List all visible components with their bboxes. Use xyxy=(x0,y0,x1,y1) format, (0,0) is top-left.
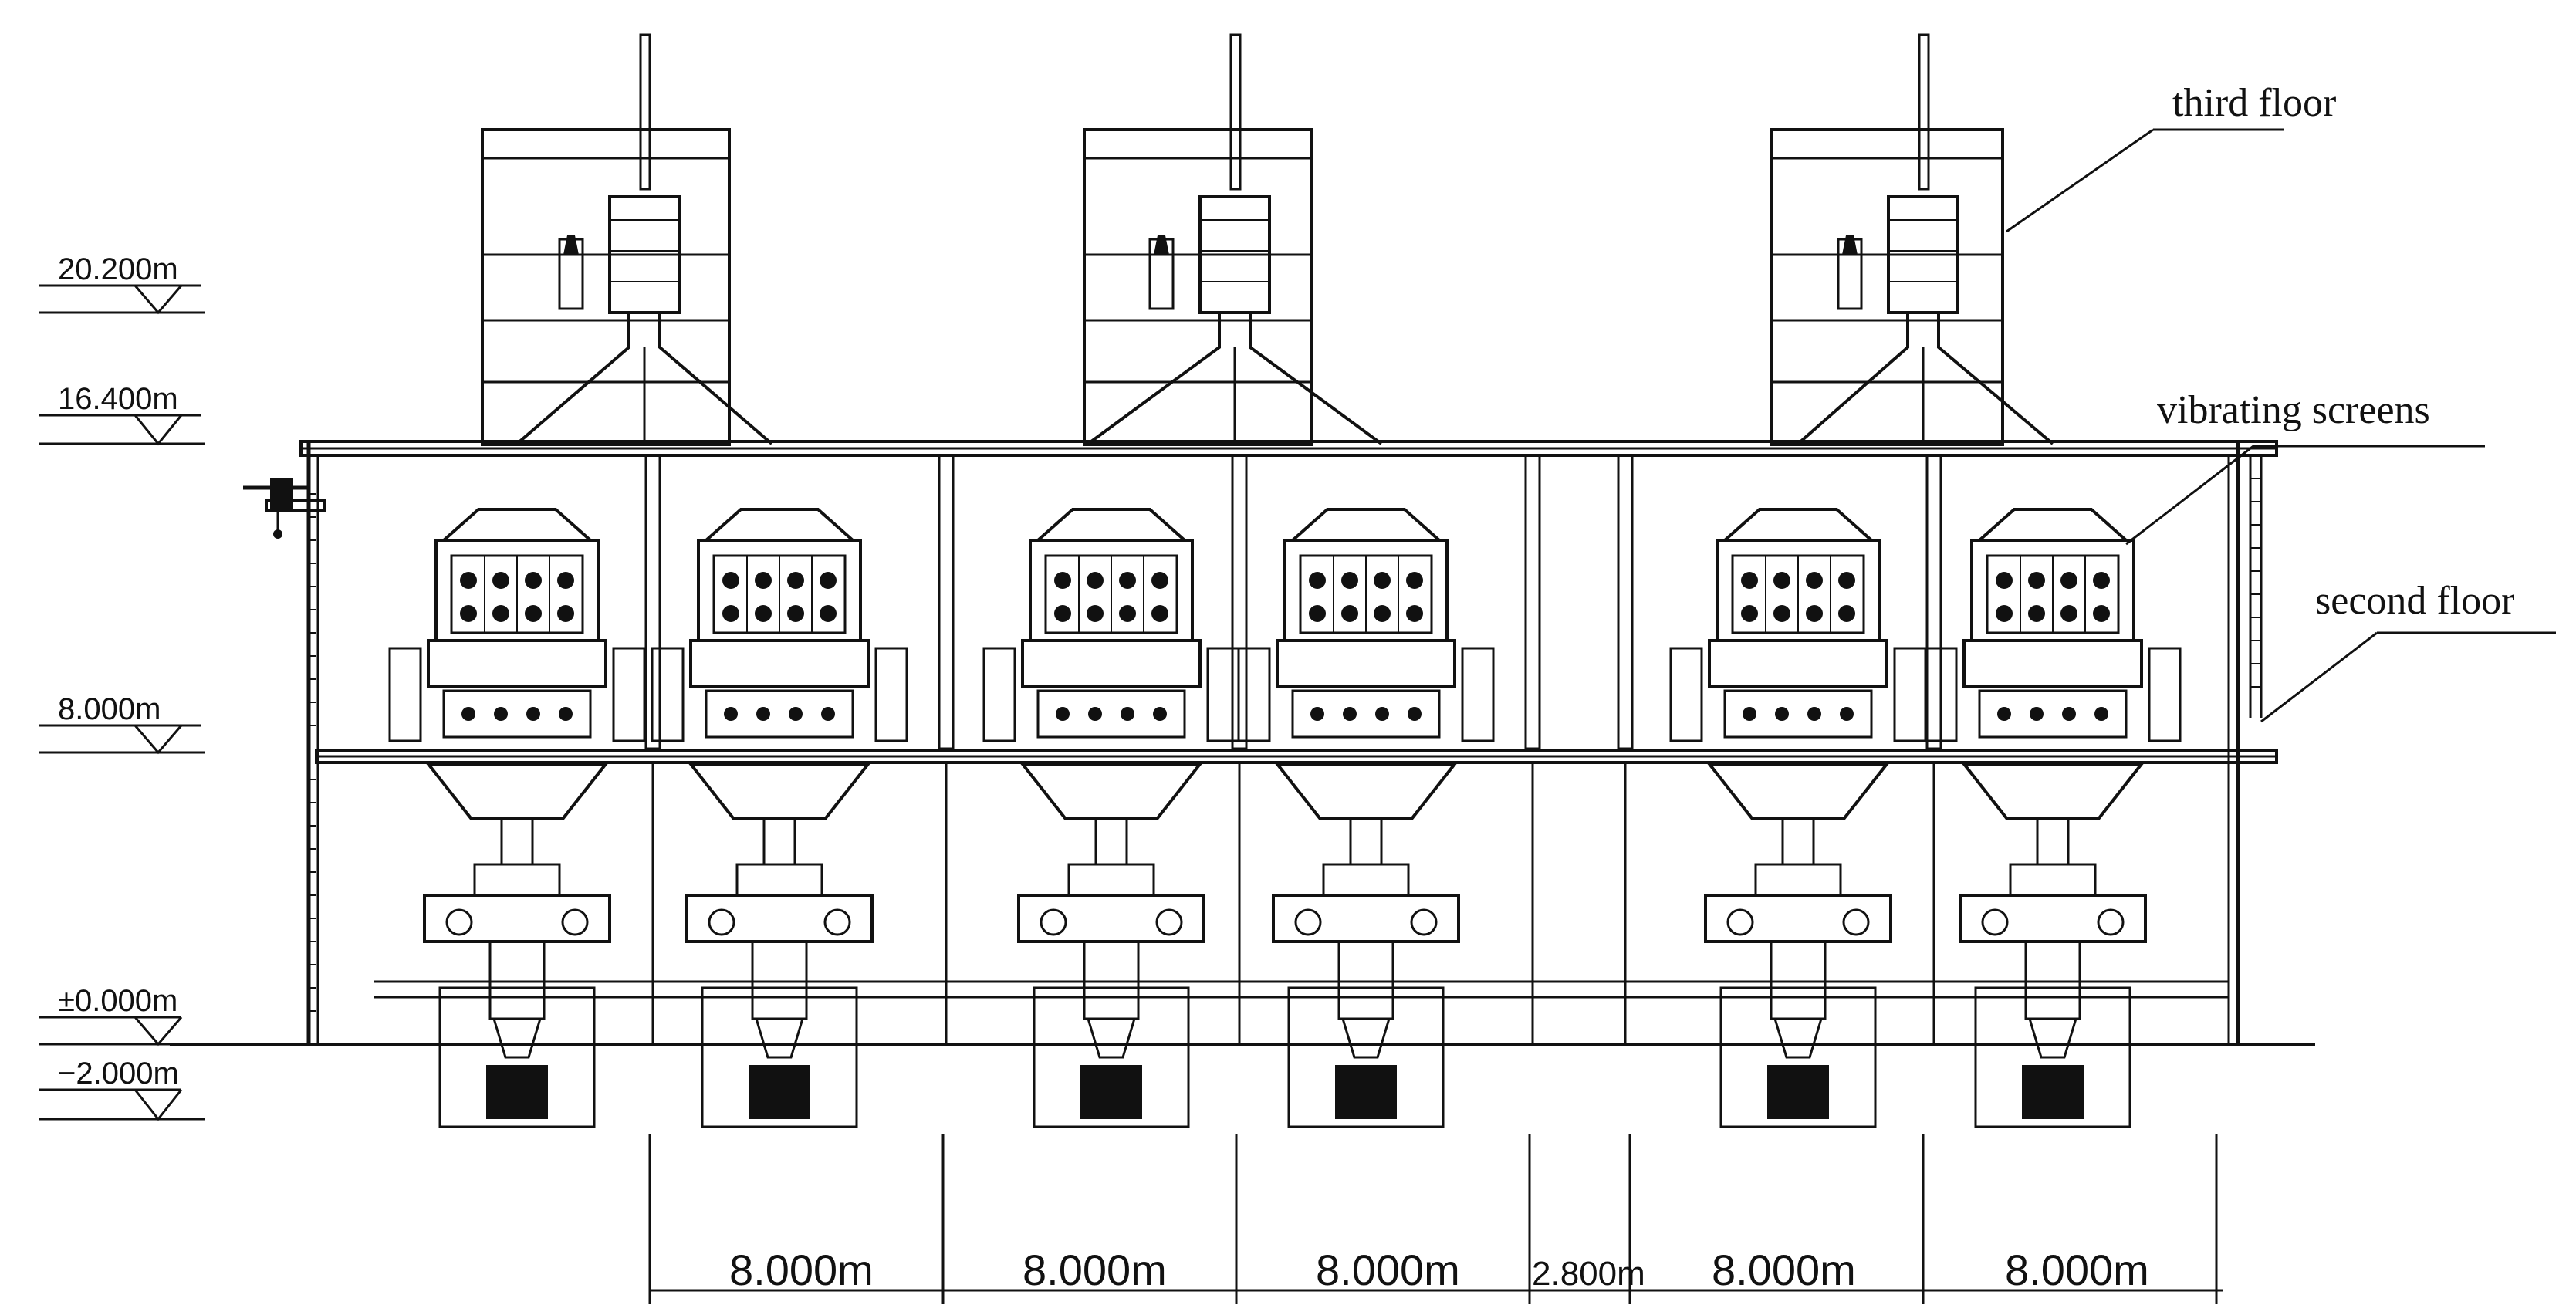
callout-third-floor: third floor xyxy=(2006,81,2336,233)
elevation-label: 16.400m xyxy=(58,382,178,416)
structural-columns xyxy=(644,454,1942,1044)
elevation-label: 8.000m xyxy=(58,692,161,726)
screen-unit-6 xyxy=(1924,508,2182,1128)
elevation-marker-16400: 16.400m xyxy=(39,382,205,446)
callout-label: third floor xyxy=(2172,81,2336,125)
elevation-label: −2.000m xyxy=(58,1057,179,1091)
elevation-marker-8000: 8.000m xyxy=(39,692,205,755)
third-floor-tower-1 xyxy=(481,33,773,446)
building-frame xyxy=(170,440,2315,1046)
callout-second-floor: second floor xyxy=(2260,579,2556,723)
dimension-chain: 8.000m 8.000m 8.000m 2.800m 8.000m 8.000… xyxy=(648,1134,2223,1304)
screen-unit-2 xyxy=(651,508,908,1128)
dimension-label: 8.000m xyxy=(1023,1246,1167,1294)
callout-label: vibrating screens xyxy=(2157,388,2430,432)
right-ladder xyxy=(2249,455,2263,718)
elevation-label: 20.200m xyxy=(58,252,178,286)
elevation-marker-0000: ±0.000m xyxy=(39,984,205,1047)
elevation-marker-20200: 20.200m xyxy=(39,252,205,315)
dimension-label: 8.000m xyxy=(729,1246,874,1294)
callout-vibrating-screens: vibrating screens xyxy=(2125,388,2485,546)
elevation-marker-minus2000: −2.000m xyxy=(39,1057,205,1121)
elevation-label: ±0.000m xyxy=(58,984,177,1018)
dimension-label: 2.800m xyxy=(1532,1255,1645,1293)
callout-label: second floor xyxy=(2315,579,2514,623)
third-floor-tower-3 xyxy=(1770,33,2054,446)
wall-ladder xyxy=(309,493,316,1012)
dimension-label: 8.000m xyxy=(1316,1246,1460,1294)
crane-hook xyxy=(243,478,326,539)
dimension-label: 8.000m xyxy=(1712,1246,1856,1294)
screen-unit-1 xyxy=(388,508,646,1128)
screen-unit-3 xyxy=(982,508,1240,1128)
screen-unit-5 xyxy=(1669,508,1927,1128)
third-floor-tower-2 xyxy=(1083,33,1383,446)
screen-unit-4 xyxy=(1237,508,1495,1128)
dimension-label: 8.000m xyxy=(2005,1246,2149,1294)
